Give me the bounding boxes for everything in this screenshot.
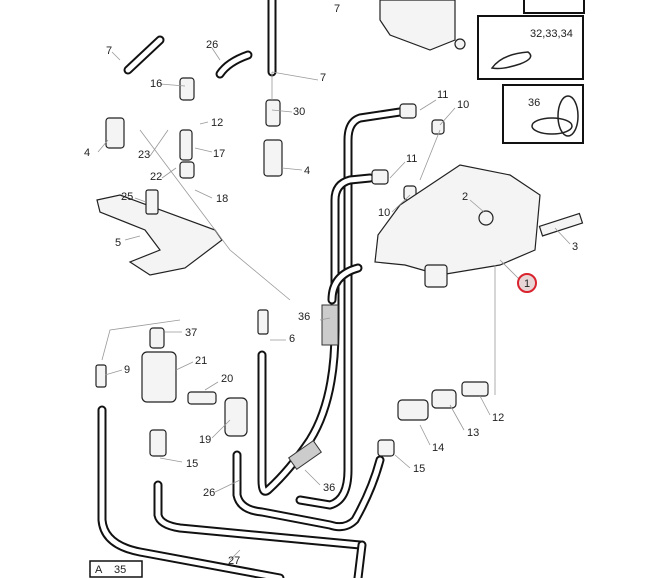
callout-11[interactable]: 11 bbox=[406, 153, 417, 165]
callout-6[interactable]: 6 bbox=[289, 333, 295, 345]
callout-1[interactable]: 1 bbox=[524, 278, 530, 290]
callout-2[interactable]: 2 bbox=[462, 191, 468, 203]
callout-23[interactable]: 23 bbox=[138, 149, 150, 161]
bracket bbox=[96, 194, 223, 276]
callout-4[interactable]: 4 bbox=[304, 165, 310, 177]
callout-7[interactable]: 7 bbox=[320, 72, 326, 84]
callout-25[interactable]: 25 bbox=[121, 191, 133, 203]
callout-20[interactable]: 20 bbox=[221, 373, 233, 385]
callout-14[interactable]: 14 bbox=[432, 442, 444, 454]
callout-10[interactable]: 10 bbox=[457, 99, 469, 111]
callout-7[interactable]: 7 bbox=[334, 3, 340, 15]
callout-5[interactable]: 5 bbox=[115, 237, 121, 249]
hose-sleeve bbox=[321, 304, 339, 346]
callout-37[interactable]: 37 bbox=[185, 327, 197, 339]
highlight-marker[interactable] bbox=[517, 273, 537, 293]
callout-labels: 7 32,33,34 36 7 26 16 12 30 7 4 23 17 22… bbox=[84, 3, 578, 567]
callout-4[interactable]: 4 bbox=[84, 147, 90, 159]
callout-15[interactable]: 15 bbox=[186, 458, 198, 470]
callout-26[interactable]: 26 bbox=[206, 39, 218, 51]
inset-box-clamp bbox=[477, 15, 584, 80]
callout-9[interactable]: 9 bbox=[124, 364, 130, 376]
callout-30[interactable]: 30 bbox=[293, 106, 305, 118]
callout-19[interactable]: 19 bbox=[199, 434, 211, 446]
callout-32-33-34[interactable]: 32,33,34 bbox=[530, 28, 573, 40]
callout-3[interactable]: 3 bbox=[572, 241, 578, 253]
hoses bbox=[97, 0, 405, 578]
callout-36[interactable]: 36 bbox=[298, 311, 310, 323]
callout-21[interactable]: 21 bbox=[195, 355, 207, 367]
callout-13[interactable]: 13 bbox=[467, 427, 479, 439]
callout-36[interactable]: 36 bbox=[323, 482, 335, 494]
section-ref-box bbox=[89, 560, 143, 578]
callout-22[interactable]: 22 bbox=[150, 171, 162, 183]
callout-10[interactable]: 10 bbox=[378, 207, 390, 219]
callout-7[interactable]: 7 bbox=[106, 45, 112, 57]
fittings bbox=[95, 77, 584, 457]
callout-26[interactable]: 26 bbox=[203, 487, 215, 499]
callout-27[interactable]: 27 bbox=[228, 555, 240, 567]
pump-housing bbox=[374, 164, 541, 276]
inset-box-top bbox=[523, 0, 585, 14]
callout-17[interactable]: 17 bbox=[213, 148, 225, 160]
callout-16[interactable]: 16 bbox=[150, 78, 162, 90]
leader-lines bbox=[97, 47, 571, 561]
callout-11[interactable]: 11 bbox=[437, 89, 448, 101]
clamp-icon bbox=[490, 51, 532, 70]
callout-12[interactable]: 12 bbox=[492, 412, 504, 424]
inset-box-hose-clamp bbox=[502, 84, 584, 144]
callout-36[interactable]: 36 bbox=[528, 97, 540, 109]
callout-12[interactable]: 12 bbox=[211, 117, 223, 129]
callout-18[interactable]: 18 bbox=[216, 193, 228, 205]
section-ref-label: A 35 bbox=[95, 564, 126, 576]
reservoir-tank bbox=[379, 0, 456, 51]
hose-clamp-icon bbox=[531, 117, 573, 135]
callout-15[interactable]: 15 bbox=[413, 463, 425, 475]
